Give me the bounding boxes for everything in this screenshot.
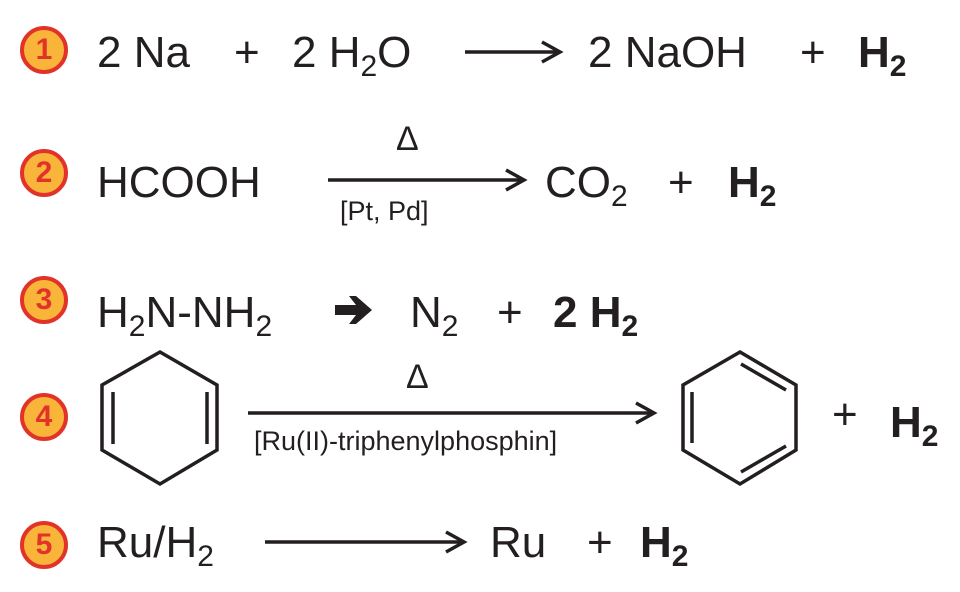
formula-part: H bbox=[640, 518, 672, 567]
plus-sign: + bbox=[800, 28, 826, 77]
subscript: 2 bbox=[671, 540, 689, 573]
subscript: 2 bbox=[759, 180, 777, 213]
plus-sign: + bbox=[234, 28, 260, 77]
product-hydrogen: H2 bbox=[640, 518, 688, 572]
plus-sign: + bbox=[587, 518, 613, 567]
reaction-arrow-1 bbox=[465, 40, 564, 64]
product-ruthenium: Ru bbox=[490, 518, 547, 567]
reaction-arrow-2 bbox=[328, 168, 528, 192]
catalyst-label: [Ru(II)-triphenylphosphin] bbox=[254, 426, 558, 456]
reaction-arrow-5 bbox=[265, 530, 468, 554]
reactant-formic-acid: HCOOH bbox=[97, 158, 261, 207]
cyclohexadiene-structure bbox=[100, 349, 219, 487]
subscript: 2 bbox=[611, 180, 628, 213]
reaction-number-badge-5: 5 bbox=[20, 521, 68, 569]
product-hydrogen: H2 bbox=[728, 158, 776, 212]
formula-part: 2 H bbox=[553, 288, 622, 337]
reactant-sodium: 2 Na bbox=[97, 28, 190, 77]
reaction-arrow-4 bbox=[248, 401, 658, 425]
product-carbon-dioxide: CO2 bbox=[545, 158, 628, 212]
formula-part: H bbox=[728, 158, 760, 207]
formula-part: CO bbox=[545, 158, 611, 207]
product-hydrogen: 2 H2 bbox=[553, 288, 638, 342]
formula-part: H bbox=[97, 288, 129, 337]
formula-part: H bbox=[858, 28, 890, 77]
product-hydrogen: H2 bbox=[890, 398, 938, 452]
plus-sign: + bbox=[832, 390, 858, 439]
product-sodium-hydroxide: 2 NaOH bbox=[588, 28, 747, 77]
subscript: 2 bbox=[360, 50, 378, 83]
formula-part: 2 H bbox=[292, 28, 361, 77]
catalyst-label: [Pt, Pd] bbox=[340, 196, 429, 226]
reaction-number-badge-3: 3 bbox=[20, 276, 68, 324]
formula-part: Ru/H bbox=[97, 518, 198, 567]
plus-sign: + bbox=[497, 288, 523, 337]
heat-symbol: Δ bbox=[396, 120, 419, 158]
product-nitrogen: N2 bbox=[410, 288, 458, 342]
subscript: 2 bbox=[921, 420, 939, 453]
subscript: 2 bbox=[128, 310, 146, 343]
reactant-hydrazine: H2N-NH2 bbox=[97, 288, 272, 342]
subscript: 2 bbox=[441, 310, 459, 343]
subscript: 2 bbox=[255, 310, 273, 343]
reaction-number-badge-2: 2 bbox=[20, 149, 68, 197]
heat-symbol: Δ bbox=[406, 358, 429, 396]
formula-part: O bbox=[377, 28, 412, 77]
reactant-water: 2 H2O bbox=[292, 28, 412, 82]
formula-part: N bbox=[410, 288, 442, 337]
subscript: 2 bbox=[621, 310, 639, 343]
product-hydrogen: H2 bbox=[858, 28, 906, 82]
subscript: 2 bbox=[197, 540, 214, 573]
reaction-number-badge-4: 4 bbox=[20, 393, 68, 441]
subscript: 2 bbox=[889, 50, 907, 83]
benzene-structure bbox=[681, 349, 798, 487]
formula-part: H bbox=[890, 398, 922, 447]
formula-part: N-NH bbox=[145, 288, 256, 337]
plus-sign: + bbox=[668, 158, 694, 207]
reactant-ruthenium-hydride: Ru/H2 bbox=[97, 518, 214, 572]
reaction-number-badge-1: 1 bbox=[20, 26, 68, 74]
reaction-arrow-3 bbox=[335, 296, 372, 324]
